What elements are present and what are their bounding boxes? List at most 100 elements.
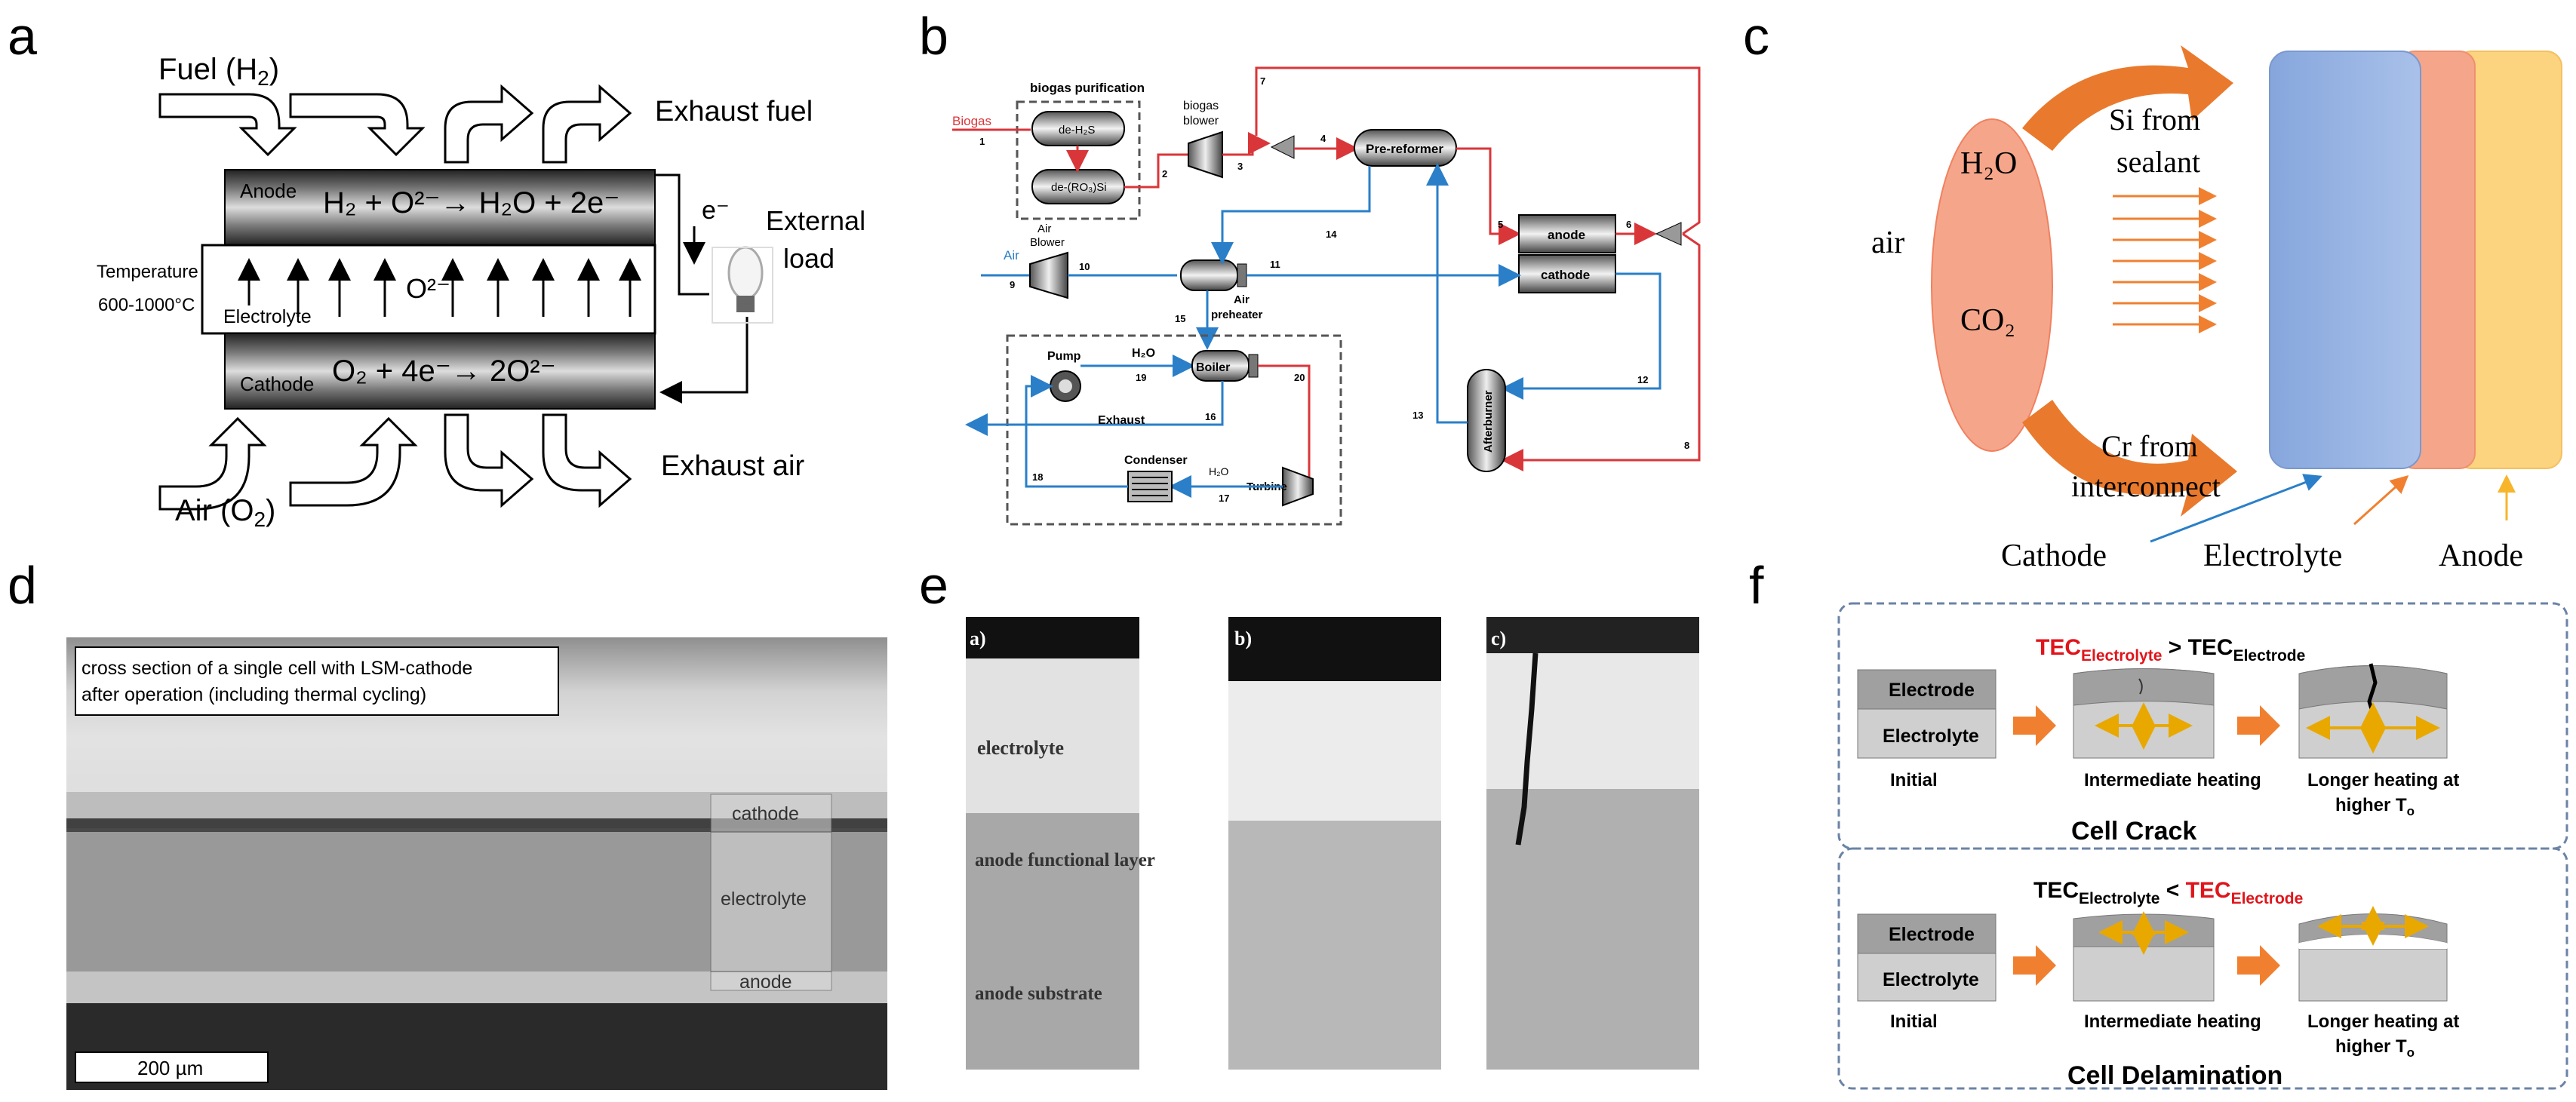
- electrode-label: Electrode: [1889, 924, 1975, 945]
- panel-letter-b: b: [919, 7, 948, 66]
- stream-number: 11: [1270, 259, 1280, 270]
- anode-label: Anode: [2439, 539, 2523, 573]
- exhaust-air-arrow-1: [444, 413, 534, 508]
- substrate-label: anode substrate: [975, 984, 1102, 1004]
- afl-label: anode functional layer: [975, 850, 1155, 870]
- condenser: [1127, 471, 1173, 502]
- crack-line: [1515, 652, 1539, 846]
- biogas-label: Biogas: [952, 114, 991, 128]
- sem-c-top: [1486, 617, 1699, 653]
- sem-b-electrolyte: [1228, 681, 1441, 821]
- steam-cycle-box: [1006, 334, 1342, 526]
- sub-label-c: c): [1491, 628, 1506, 649]
- anode-label: Anode: [240, 180, 297, 202]
- biogas-purification-box: [1016, 100, 1141, 220]
- panel-letter-e: e: [919, 556, 948, 615]
- longer-label-1: Longer heating at: [2307, 1011, 2459, 1032]
- sem-gap: [66, 818, 887, 832]
- step-arrow: [2013, 945, 2056, 986]
- stream-number: 19: [1136, 372, 1146, 383]
- pump-label: Pump: [1047, 350, 1081, 363]
- cathode-label: Cathode: [240, 373, 314, 395]
- cathode-pointer: [2150, 474, 2322, 543]
- sem-anode-label: anode: [739, 972, 792, 993]
- exhaust-fuel-arrow-1: [444, 84, 534, 164]
- stream-14-line: [1211, 166, 1371, 265]
- stream-number: 14: [1326, 229, 1337, 240]
- label-strip: [710, 794, 832, 991]
- step-arrow: [2013, 705, 2056, 746]
- scale-bar: [75, 1051, 269, 1083]
- delam-initial-electrolyte: [1857, 953, 1997, 1002]
- caption-line-1: cross section of a single cell with LSM-…: [81, 658, 472, 679]
- panel-letter-c: c: [1743, 7, 1769, 66]
- external-circuit-return: [659, 317, 749, 404]
- air-label: Air (O2): [175, 494, 275, 531]
- electrolyte-label: Electrolyte: [1883, 726, 1979, 747]
- exhaust-air-label: Exhaust air: [661, 450, 804, 482]
- panel-d: d cross section of a single cell with LS…: [8, 556, 887, 1090]
- afterburner: [1467, 369, 1506, 472]
- condenser-label: Condenser: [1124, 454, 1188, 467]
- electron-label: e⁻: [702, 196, 730, 225]
- air-preheater: [1180, 259, 1238, 291]
- cr-arrow: [2022, 400, 2237, 517]
- exhaust-fuel-arrow-2: [542, 84, 632, 164]
- si-arrow: [2022, 45, 2233, 151]
- delam-long-electrolyte: [2298, 948, 2448, 1002]
- temperature-label: Temperature: [97, 262, 198, 282]
- sem-c-electrolyte: [1486, 653, 1699, 789]
- biogas-blower-label-1: biogas: [1183, 100, 1219, 112]
- stream-5-line: [1456, 147, 1521, 245]
- delam-title: Cell Delamination: [2067, 1061, 2282, 1090]
- turbine: [1282, 466, 1314, 507]
- de-h2s-label: de-H₂S: [1059, 124, 1095, 137]
- stream-number: 18: [1032, 471, 1043, 483]
- de-ro3si-label: de-(RO₃)Si: [1051, 181, 1107, 194]
- stream-number: 3: [1237, 161, 1243, 172]
- step-arrow: [2237, 945, 2280, 986]
- mixer: [1270, 135, 1295, 159]
- stream-number: 10: [1079, 261, 1090, 272]
- crack-initial-electrode: [1857, 669, 1997, 710]
- delam-inequality: TECElectrolyte < TECElectrode: [2033, 878, 2303, 907]
- air-blower: [1029, 251, 1068, 299]
- fuel-inlet-arrow-2: [289, 93, 426, 157]
- anode-reaction: H₂ + O²⁻→ H₂O + 2e⁻: [323, 186, 619, 219]
- stream-numbers: 1 2 3 4 5 6 7 8 9 10 11 12 13 14 15 16 1…: [979, 75, 1689, 504]
- si-label-1: Si from: [2109, 103, 2200, 137]
- stream-number: 16: [1205, 411, 1216, 422]
- cathode-reaction: O₂ + 4e⁻→ 2O²⁻: [332, 355, 556, 388]
- stream-number: 17: [1219, 493, 1229, 504]
- sem-cathode-label: cathode: [732, 803, 799, 824]
- crack-title: Cell Crack: [2071, 817, 2196, 846]
- pre-reformer-label: Pre-reformer: [1366, 142, 1443, 156]
- bulb-icon: [712, 246, 773, 324]
- co2-label: CO₂: [1960, 303, 2015, 338]
- crack-initial-electrolyte: [1857, 708, 1997, 759]
- air-inlet-arrow-1: [158, 416, 267, 511]
- panel-a: a Fuel (H2) Exhaust fuel Anode H₂ + O²⁻→…: [8, 7, 865, 531]
- stream-number: 4: [1320, 133, 1326, 144]
- air-preheater-label-1: Air: [1234, 293, 1250, 306]
- ion-arrows: [238, 258, 641, 317]
- sem-a-anode: [966, 813, 1139, 1070]
- strain-arrows: [2095, 702, 2193, 750]
- h2o-label: H₂O: [1132, 347, 1155, 360]
- panel-f: f TECElectrolyte > TECElectrode Electrod…: [1749, 556, 2568, 1090]
- stream-16-line: [965, 381, 1224, 436]
- air-label: air: [1871, 226, 1904, 260]
- fuel-label: Fuel (H2): [158, 53, 279, 90]
- crack-inequality: TECElectrolyte > TECElectrode: [2036, 635, 2305, 665]
- stream-2-line: [1124, 153, 1188, 189]
- cathode-band: [224, 333, 656, 410]
- sem-b-anode: [1228, 821, 1441, 1070]
- panel-e: e a) electrolyte anode functional layer …: [919, 556, 1699, 1070]
- stream-number: 15: [1175, 313, 1185, 324]
- intermediate-label: Intermediate heating: [2084, 1011, 2261, 1032]
- stream-number: 5: [1498, 219, 1503, 230]
- delam-mid-electrolyte: [2073, 946, 2215, 1002]
- stream-number: 13: [1412, 410, 1423, 421]
- panel-c: c air H₂O CO₂ Si from sealant Cr from in…: [1743, 7, 2562, 573]
